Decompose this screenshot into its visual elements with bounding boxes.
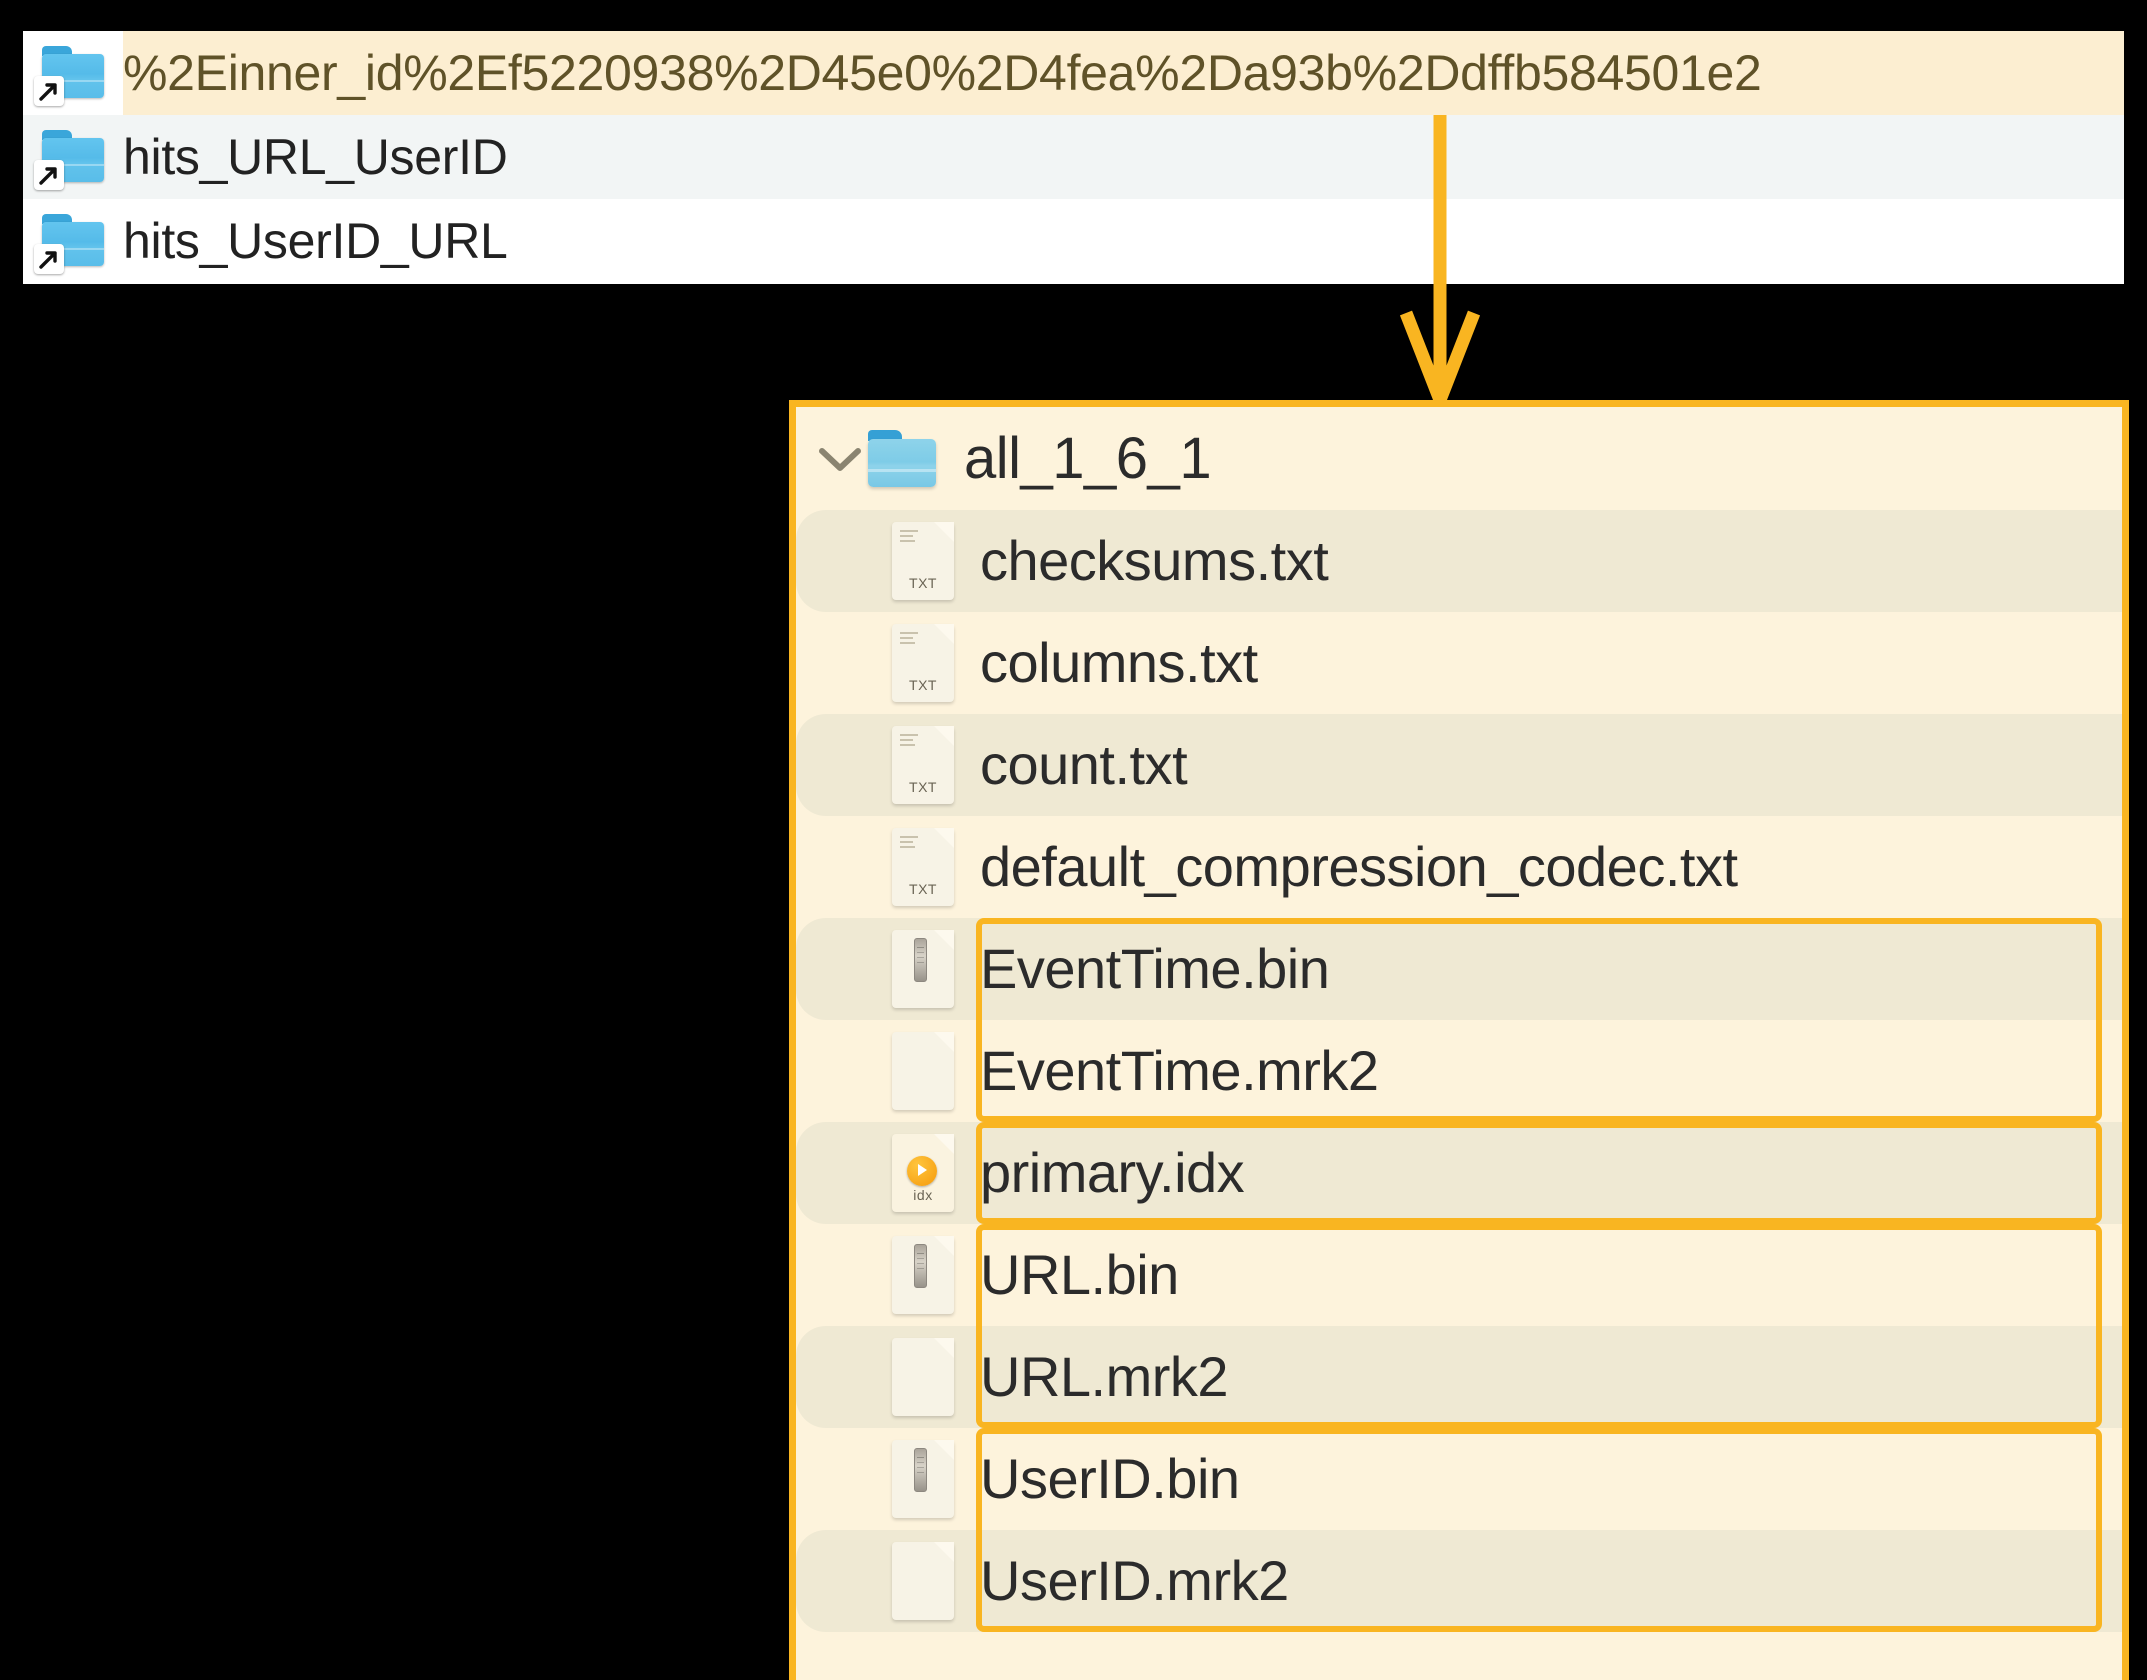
file-name: default_compression_codec.txt (980, 835, 1738, 898)
list-item[interactable]: hits_URL_UserID (23, 115, 2124, 199)
txt-file-icon: TXT (796, 726, 980, 804)
row-highlight (123, 31, 2124, 115)
file-name: count.txt (980, 733, 1188, 796)
txt-file-icon: TXT (796, 828, 980, 906)
file-name: URL.mrk2 (980, 1345, 1229, 1408)
list-item[interactable]: URL.mrk2 (796, 1326, 2122, 1428)
bin-file-icon (796, 1236, 980, 1314)
blank-file-icon (796, 1542, 980, 1620)
list-item[interactable]: UserID.mrk2 (796, 1530, 2122, 1632)
list-item[interactable]: UserID.bin (796, 1428, 2122, 1530)
list-item[interactable]: %2Einner_id%2Ef5220938%2D45e0%2D4fea%2Da… (23, 31, 2124, 115)
file-name: UserID.mrk2 (980, 1549, 1289, 1612)
down-arrow-annotation (1380, 108, 1500, 418)
file-ext-label: TXT (909, 881, 937, 897)
file-name: checksums.txt (980, 529, 1329, 592)
bin-file-icon (796, 930, 980, 1008)
idx-file-icon: idx (796, 1134, 980, 1212)
file-name: primary.idx (980, 1141, 1245, 1204)
list-item-label: %2Einner_id%2Ef5220938%2D45e0%2D4fea%2Da… (123, 45, 1762, 101)
blank-file-icon (796, 1032, 980, 1110)
file-ext-label: TXT (909, 575, 937, 591)
list-item[interactable]: idx primary.idx (796, 1122, 2122, 1224)
folder-symlink-icon (23, 130, 123, 190)
list-item-label: hits_UserID_URL (123, 213, 508, 269)
symlink-folder-list: %2Einner_id%2Ef5220938%2D45e0%2D4fea%2Da… (23, 31, 2124, 284)
directory-header-row[interactable]: all_1_6_1 (796, 407, 2122, 510)
list-item[interactable]: TXT default_compression_codec.txt (796, 816, 2122, 918)
txt-file-icon: TXT (796, 624, 980, 702)
part-directory-listing: all_1_6_1 TXT checksums.txt TXT columns.… (789, 400, 2129, 1680)
folder-symlink-icon (23, 46, 123, 106)
file-name: EventTime.mrk2 (980, 1039, 1379, 1102)
file-name: URL.bin (980, 1243, 1179, 1306)
file-name: columns.txt (980, 631, 1258, 694)
file-name: EventTime.bin (980, 937, 1330, 1000)
list-item[interactable]: TXT checksums.txt (796, 510, 2122, 612)
folder-symlink-icon (23, 214, 123, 274)
bin-file-icon (796, 1440, 980, 1518)
list-item-label: hits_URL_UserID (123, 129, 508, 185)
chevron-down-icon[interactable] (814, 444, 866, 474)
file-ext-label: TXT (909, 677, 937, 693)
list-item[interactable]: URL.bin (796, 1224, 2122, 1326)
list-item[interactable]: EventTime.bin (796, 918, 2122, 1020)
list-item[interactable]: TXT columns.txt (796, 612, 2122, 714)
file-ext-label: TXT (909, 779, 937, 795)
list-item[interactable]: EventTime.mrk2 (796, 1020, 2122, 1122)
txt-file-icon: TXT (796, 522, 980, 600)
file-name: UserID.bin (980, 1447, 1240, 1510)
page-title: all_1_6_1 (964, 425, 1212, 491)
folder-icon (866, 429, 938, 488)
file-ext-label: idx (913, 1187, 933, 1203)
list-item[interactable]: hits_UserID_URL (23, 199, 2124, 283)
list-item[interactable]: TXT count.txt (796, 714, 2122, 816)
blank-file-icon (796, 1338, 980, 1416)
